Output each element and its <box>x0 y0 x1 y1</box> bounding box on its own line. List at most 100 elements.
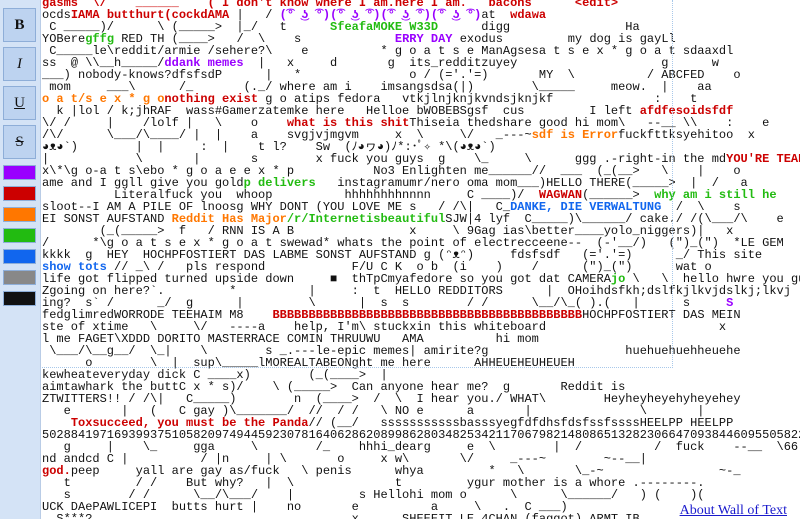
wall-row: kkkk g HEY HOCHPFOSTIERT DAS LABME SONST… <box>42 249 800 261</box>
color-swatch-black[interactable] <box>3 291 36 306</box>
wall-text-fragment: digg Ha <box>438 20 640 34</box>
wall-row: S***? x SHEEEIT LE 4CHAN (faggot) ARMT I… <box>42 513 800 519</box>
wall-text-fragment: l me FAGET\XDDD DORITO MASTERRACE COMIN … <box>42 332 539 346</box>
color-swatch-orange[interactable] <box>3 207 36 222</box>
wall-row: ss @ \\__h_____/ddank memes | x d g its_… <box>42 57 800 69</box>
strikethrough-button[interactable]: S <box>3 125 36 159</box>
wall-row: C_____le\reddit/armie /sehere?\ e * g o … <box>42 45 800 57</box>
wall-row: Toxsucceed, you must be the Panda// (__/… <box>42 417 800 429</box>
wall-row: e | ( C gay )\_______/ // / / \ NO e a |… <box>42 405 800 417</box>
wall-text-fragment: e | ( C gay )\_______/ // / / \ NO e a |… <box>42 404 705 418</box>
wall-row: C _____)/ \ (_____> |_/ t SfeafaMOKE W33… <box>42 21 800 33</box>
wall-text-fragment: instagramumr/nero oma mom___)HELLO THERE… <box>315 176 748 190</box>
wall-text-fragment: Thiseia thedshare good hi mom\ --__ \\ :… <box>409 116 770 130</box>
wall-row: fedglimredWORRODE TEEHAIM M8 BBBBBBBBBBB… <box>42 309 800 321</box>
wall-text-fragment: (______> <box>582 188 655 202</box>
wall-text-fragment: // _\ / pls respond F/U C K o b (i ) / (… <box>106 260 712 274</box>
wall-text-fragment: s / / \__/\___/ | s Hellohi mom o \ \___… <box>42 488 705 502</box>
wall-row: / *\g o a t s e x * g o a t swewad* what… <box>42 237 800 249</box>
wall-text-fragment: what is this shit <box>286 116 410 130</box>
wall-text-fragment: sloot--I AM A PILE OF lnoosg WHY DONT (Y… <box>42 200 511 214</box>
wall-text-fragment: \/ / | /lolf | \ o <box>42 116 287 130</box>
wall-row: show tots // _\ / pls respond F/U C K o … <box>42 261 800 273</box>
wall-text-fragment: ss @ \\__h_____/ <box>42 56 165 70</box>
wall-text-fragment: g | \_ gga \ /_ hhhi_dearg e \ | / / fuc… <box>42 440 799 454</box>
wall-text-fragment: HOCHPFOSTIERT DAS MEIN <box>582 308 741 322</box>
wall-text-fragment: | \ | s x fuck you guys g \_ \ ggg .-rig… <box>42 152 727 166</box>
wall-text-fragment: C_____le\reddit/armie /sehere?\ e * g o … <box>42 44 734 58</box>
wall-row: o \ | sup\_____lMOREALTABEONght me here … <box>42 357 800 369</box>
color-swatch-purple[interactable] <box>3 165 36 180</box>
color-swatch-blue[interactable] <box>3 249 36 264</box>
wall-row: ZTWITTERS!! / /\| C_____) n (____> / \ I… <box>42 393 800 405</box>
wall-row: ◕ᴥ◕`) | | : | t l? Sw (ﾉ◕ヮ◕)ﾉ*:･ﾟ✧ *\(◕ᴥ… <box>42 141 800 153</box>
wall-text-fragment: sdf is Error <box>531 128 619 142</box>
wall-text-fragment: Reddit Has Major <box>171 212 287 226</box>
wall-text-fragment: \___/\__g__/ \_| \ s _.---le-epic memes|… <box>42 344 741 358</box>
wall-text-fragment: | / <box>229 8 280 22</box>
wall-text-fragment: wdawa <box>510 8 547 22</box>
underline-button[interactable]: U <box>3 86 36 120</box>
wall-text-fragment: ___) nobody-knows?dfsfsdP | * o / (='.'=… <box>42 68 741 82</box>
wall-text-fragment: o a t/s e x * g o <box>42 92 165 106</box>
wall-row: life got flipped turned upside down ■ th… <box>42 273 800 285</box>
wall-text-fragment: gffg <box>85 32 115 46</box>
wall-text-fragment: Zgoing on here?`. * | : t HELLO REDDITOR… <box>42 284 791 298</box>
wall-text-fragment: \ \ hello hwre you guy <box>625 272 800 286</box>
wall-text-fragment: // (__/ sssssssssssbasssyegfdfdhsfdsfssf… <box>308 416 734 430</box>
wall-text-fragment: C _____)/ \ (_____> |_/ t <box>42 20 331 34</box>
about-wall-of-text-link[interactable]: About Wall of Text <box>676 502 790 519</box>
wall-text-fragment: god. <box>42 464 71 478</box>
wall-text-fragment: ocds <box>42 8 71 22</box>
italic-button[interactable]: I <box>3 47 36 81</box>
wall-row: 5028841971693993751058209749445923078164… <box>42 429 800 441</box>
wall-text-fragment: 5028841971693993751058209749445923078164… <box>42 428 800 442</box>
wall-text-fragment: t / / But why? | \ t ygur mother is a wh… <box>42 476 705 490</box>
wall-row: ocdsIAMA butthurt(cockdAMA | / (͡° ͜ʖ ͡°… <box>42 9 800 21</box>
wall-text-fragment: SfeafaMOKE W33D <box>330 20 439 34</box>
wall-text-fragment: kkkk g HEY HOCHPFOSTIERT DAS LABME SONST… <box>42 248 763 262</box>
wall-text-fragment: x\*\g o-a t s\ebo * g o a e e x * p No3 … <box>42 164 741 178</box>
wall-text-fragment: nothing exist <box>164 92 259 106</box>
wall-row: s / / \__/\___/ | s Hellohi mom o \ \___… <box>42 489 800 501</box>
wall-row: ___) nobody-knows?dfsfsdP | * o / (='.'=… <box>42 69 800 81</box>
wall-row: g | \_ gga \ /_ hhhi_dearg e \ | / / fuc… <box>42 441 800 453</box>
wall-text-fragment: p delivers <box>243 176 316 190</box>
wall-text-fragment: gasms \/ ______ ( I don't know where I a… <box>42 0 619 10</box>
wall-text-fragment: BBBBBBBBBBBBBBBBBBBBBBBBBBBBBBBBBBBBBBBB… <box>272 308 583 322</box>
wall-text-fragment: ddank memes <box>164 56 244 70</box>
wall-text-fragment: ERRY DAY <box>394 32 453 46</box>
wall-row: o a t/s e x * g onothing exist g o atips… <box>42 93 800 105</box>
wall-text-fragment: YOU'RE TEARING ME <box>726 152 800 166</box>
wall-text-fragment: nd andcd C | / |n | \ o x w\ \/ _---~ ~-… <box>42 452 647 466</box>
wall-row: YOBeregffg RED TH (____> / \ s ERRY DAY … <box>42 33 800 45</box>
wall-text-fragment: /\/ \___/\____/ | | a svgjvjmgvm x \ \/ … <box>42 128 532 142</box>
wall-row: EI SONST AUFSTAND Reddit Has Major/r/Int… <box>42 213 800 225</box>
text-wall-canvas[interactable]: gasms \/ ______ ( I don't know where I a… <box>42 0 800 519</box>
color-swatch-gray[interactable] <box>3 270 36 285</box>
wall-row: | \ | s x fuck you guys g \_ \ ggg .-rig… <box>42 153 800 165</box>
wall-text-fragment: at <box>481 8 511 22</box>
bold-button[interactable]: B <box>3 8 36 42</box>
wall-text-fragment: ste of xtime \ \/ ----a help, I'm\ stuck… <box>42 320 727 334</box>
color-swatch-green[interactable] <box>3 228 36 243</box>
wall-text-fragment: ame and I ggll give you gold <box>42 176 244 190</box>
wall-row: god.peep yall are gay as/fuck \ penis wh… <box>42 465 800 477</box>
wall-row: sloot--I AM A PILE OF lnoosg WHY DONT (Y… <box>42 201 800 213</box>
format-toolbar: B I U S <box>0 0 41 519</box>
wall-text-fragment: RED TH (____> / \ s <box>114 32 395 46</box>
wall-text-fragment: S <box>726 296 734 310</box>
wall-row: Literalfuck you whoop hhhhhhhhnnnn C ___… <box>42 189 800 201</box>
wall-text-fragment: afdfesoidsfdf <box>639 104 734 118</box>
wall-text-fragment: (_(_____> f / RNN IS A B x \ 9Gag ias\be… <box>42 224 734 238</box>
wall-row: ame and I ggll give you goldp delivers i… <box>42 177 800 189</box>
color-swatch-red[interactable] <box>3 186 36 201</box>
wall-text-fragment: /r/Internetisbeautiful <box>286 212 446 226</box>
wall-text-fragment: / *\g o a t s e x * g o a t swewad* what… <box>42 236 784 250</box>
wall-row: gasms \/ ______ ( I don't know where I a… <box>42 0 800 9</box>
wall-text-fragment: SJW|4 lyf C_____)\______/ cake./ /(\___/… <box>445 212 800 226</box>
wall-text-fragment: (͡° ͜ʖ ͡°)(͡° ͜ʖ ͡°)(͡° ͜ʖ ͡°)(͡° ͜ʖ ͡°) <box>279 8 482 22</box>
wall-text-fragment: Literalfuck you whoop hhhhhhhhnnnn C ___… <box>42 188 539 202</box>
wall-text-fragment: EI SONST AUFSTAND <box>42 212 172 226</box>
wall-text-fragment: ing? s` / _/ g | \ | s s / / \__/\_( ).(… <box>42 296 727 310</box>
